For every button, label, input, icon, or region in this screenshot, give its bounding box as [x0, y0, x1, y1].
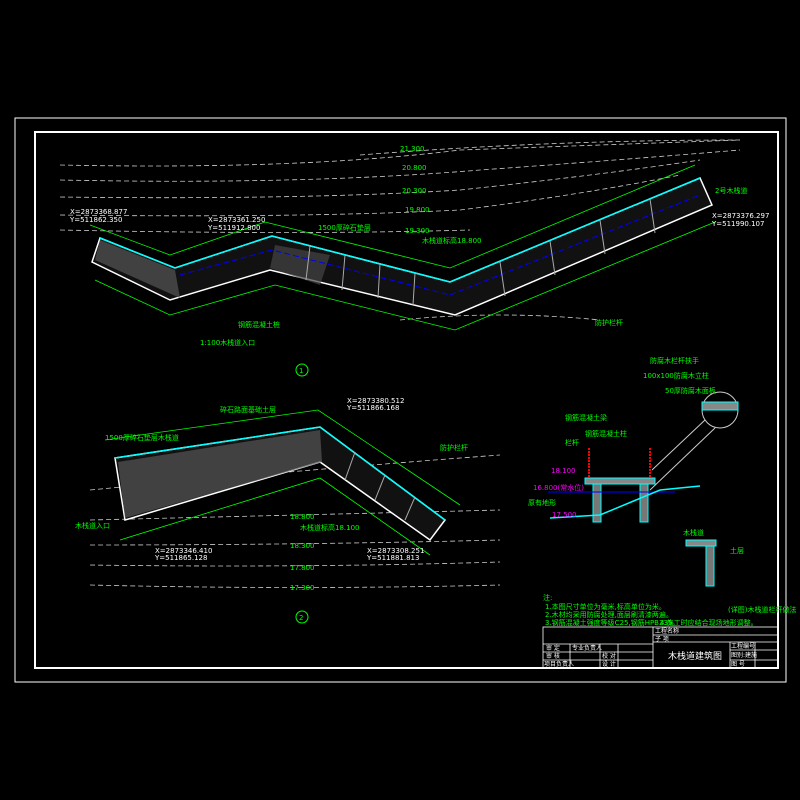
coordinate: X=2873368.877	[70, 208, 127, 216]
plan2-marker-number: 2	[299, 614, 303, 622]
note-item: 2.木材均采用防腐处理,面层刷清漆两遍。	[545, 610, 673, 619]
plan1-walkway	[89, 164, 716, 331]
annotation: 1:100木栈道入口	[200, 338, 255, 347]
elevation-label: 17.300	[290, 584, 315, 592]
annotation: 原有地形	[528, 498, 556, 507]
plan2-elevations: 18.800 18.300 17.800 17.300	[290, 513, 315, 592]
coordinate: X=2873346.410	[155, 547, 212, 555]
annotation: 防腐木栏杆扶手	[650, 356, 699, 365]
plan2-walkway	[104, 409, 461, 556]
outer-border	[14, 117, 787, 683]
elevation-label: 18.100	[551, 467, 576, 475]
section-elevations: 18.100 16.800(常水位) 17.500	[533, 467, 584, 519]
annotation: 1500厚碎石垫层	[318, 223, 371, 232]
contour-lines-plan1	[59, 139, 741, 321]
coordinate: Y=511865.128	[154, 554, 207, 562]
annotation: 栏杆	[565, 438, 579, 447]
annotation: 土层	[730, 546, 744, 555]
annotation: 木栈道入口	[75, 521, 110, 530]
note-item: 1.本图尺寸单位为毫米,标高单位为米。	[545, 602, 666, 611]
plan1-marker-number: 1	[299, 367, 303, 375]
plan1-marker	[295, 363, 309, 377]
project-label: 工程名称	[655, 627, 679, 635]
annotation: 木栈道	[683, 528, 704, 537]
coordinate: X=2873380.512	[347, 397, 404, 405]
coordinate: Y=511990.107	[711, 220, 764, 228]
title-block-text: 工程名称 子 项 审 定 专业负责人 审 核 校 对 项目负责人 设 计 工程编…	[544, 627, 757, 668]
project-no-label: 工程编号	[731, 642, 755, 650]
review-label: 审 核	[546, 652, 560, 660]
drawing-title: 木栈道建筑图	[668, 650, 722, 662]
notes-heading: 注:	[543, 593, 552, 602]
coordinate: X=2873308.251	[367, 547, 424, 555]
plan2-coords: X=2873380.512 Y=511866.168 X=2873346.410…	[154, 397, 424, 562]
annotation: 碎石路面基础土层	[220, 405, 276, 414]
section-detail	[548, 391, 739, 587]
note-item: 4.施工时应结合现场地形调整。	[660, 618, 758, 627]
plan2-marker	[295, 610, 309, 624]
annotation: 防护栏杆	[595, 318, 623, 327]
design-label: 设 计	[602, 660, 616, 668]
annotation: 2号木栈道	[715, 186, 747, 195]
coordinate: Y=511881.813	[366, 554, 419, 562]
notes: 注: 1.本图尺寸单位为毫米,标高单位为米。 2.木材均采用防腐处理,面层刷清漆…	[543, 593, 758, 627]
sheet-label: 图 号	[731, 661, 745, 668]
annotation: (详图)木栈道栏杆做法	[728, 605, 796, 614]
inner-frame	[34, 131, 779, 669]
note-item: 3.钢筋混凝土强度等级C25,钢筋HPB235。	[545, 618, 679, 627]
major-lead-label: 专业负责人	[572, 644, 602, 652]
check-label: 校 对	[602, 652, 616, 660]
elevation-label: 20.800	[402, 164, 427, 172]
elevation-label: 17.500	[552, 511, 577, 519]
title-block	[542, 626, 779, 669]
project-lead-label: 项目负责人	[544, 660, 574, 668]
coordinate: X=2873361.250	[208, 216, 265, 224]
section-labels: 防腐木栏杆扶手 100x100防腐木立柱 50厚防腐木面板 钢筋混凝土梁 钢筋混…	[528, 356, 796, 614]
annotation: 木栈道标高18.100	[300, 523, 360, 532]
elevation-label: 16.800(常水位)	[533, 483, 584, 492]
annotation: 钢筋混凝土桩	[238, 320, 280, 329]
annotation: 防护栏杆	[440, 443, 468, 452]
elevation-label: 20.300	[402, 187, 427, 195]
drawing-category: 图别:建施	[731, 651, 757, 659]
annotation: 钢筋混凝土梁	[565, 413, 607, 422]
coordinate: X=2873376.297	[712, 212, 769, 220]
elevation-label: 17.800	[290, 564, 315, 572]
subitem-label: 子 项	[655, 636, 669, 643]
plan1-labels: 1500厚碎石垫层 木栈道标高18.800 钢筋混凝土桩 1:100木栈道入口 …	[200, 186, 747, 347]
annotation: 木栈道标高18.800	[422, 236, 482, 245]
elevation-label: 19.300	[405, 227, 430, 235]
elevation-label: 18.300	[290, 542, 315, 550]
elevation-label: 21.300	[400, 145, 425, 153]
plan2-labels: 碎石路面基础土层 1500厚碎石垫层木栈道 木栈道标高18.100 防护栏杆 木…	[75, 405, 468, 532]
coordinate: Y=511866.168	[346, 404, 399, 412]
coordinate: Y=511912.800	[207, 224, 260, 232]
annotation: 钢筋混凝土柱	[585, 429, 627, 438]
plan1-elevations: 21.300 20.800 20.300 19.800 19.300	[400, 145, 430, 235]
annotation: 100x100防腐木立柱	[643, 371, 709, 380]
approve-label: 审 定	[546, 644, 560, 652]
annotation: 50厚防腐木面板	[665, 386, 716, 395]
elevation-label: 18.800	[290, 513, 315, 521]
elevation-label: 19.800	[405, 206, 430, 214]
plan1-coords: X=2873368.877 Y=511862.350 X=2873361.250…	[69, 208, 769, 232]
coordinate: Y=511862.350	[69, 216, 122, 224]
annotation: 1500厚碎石垫层木栈道	[105, 433, 179, 442]
